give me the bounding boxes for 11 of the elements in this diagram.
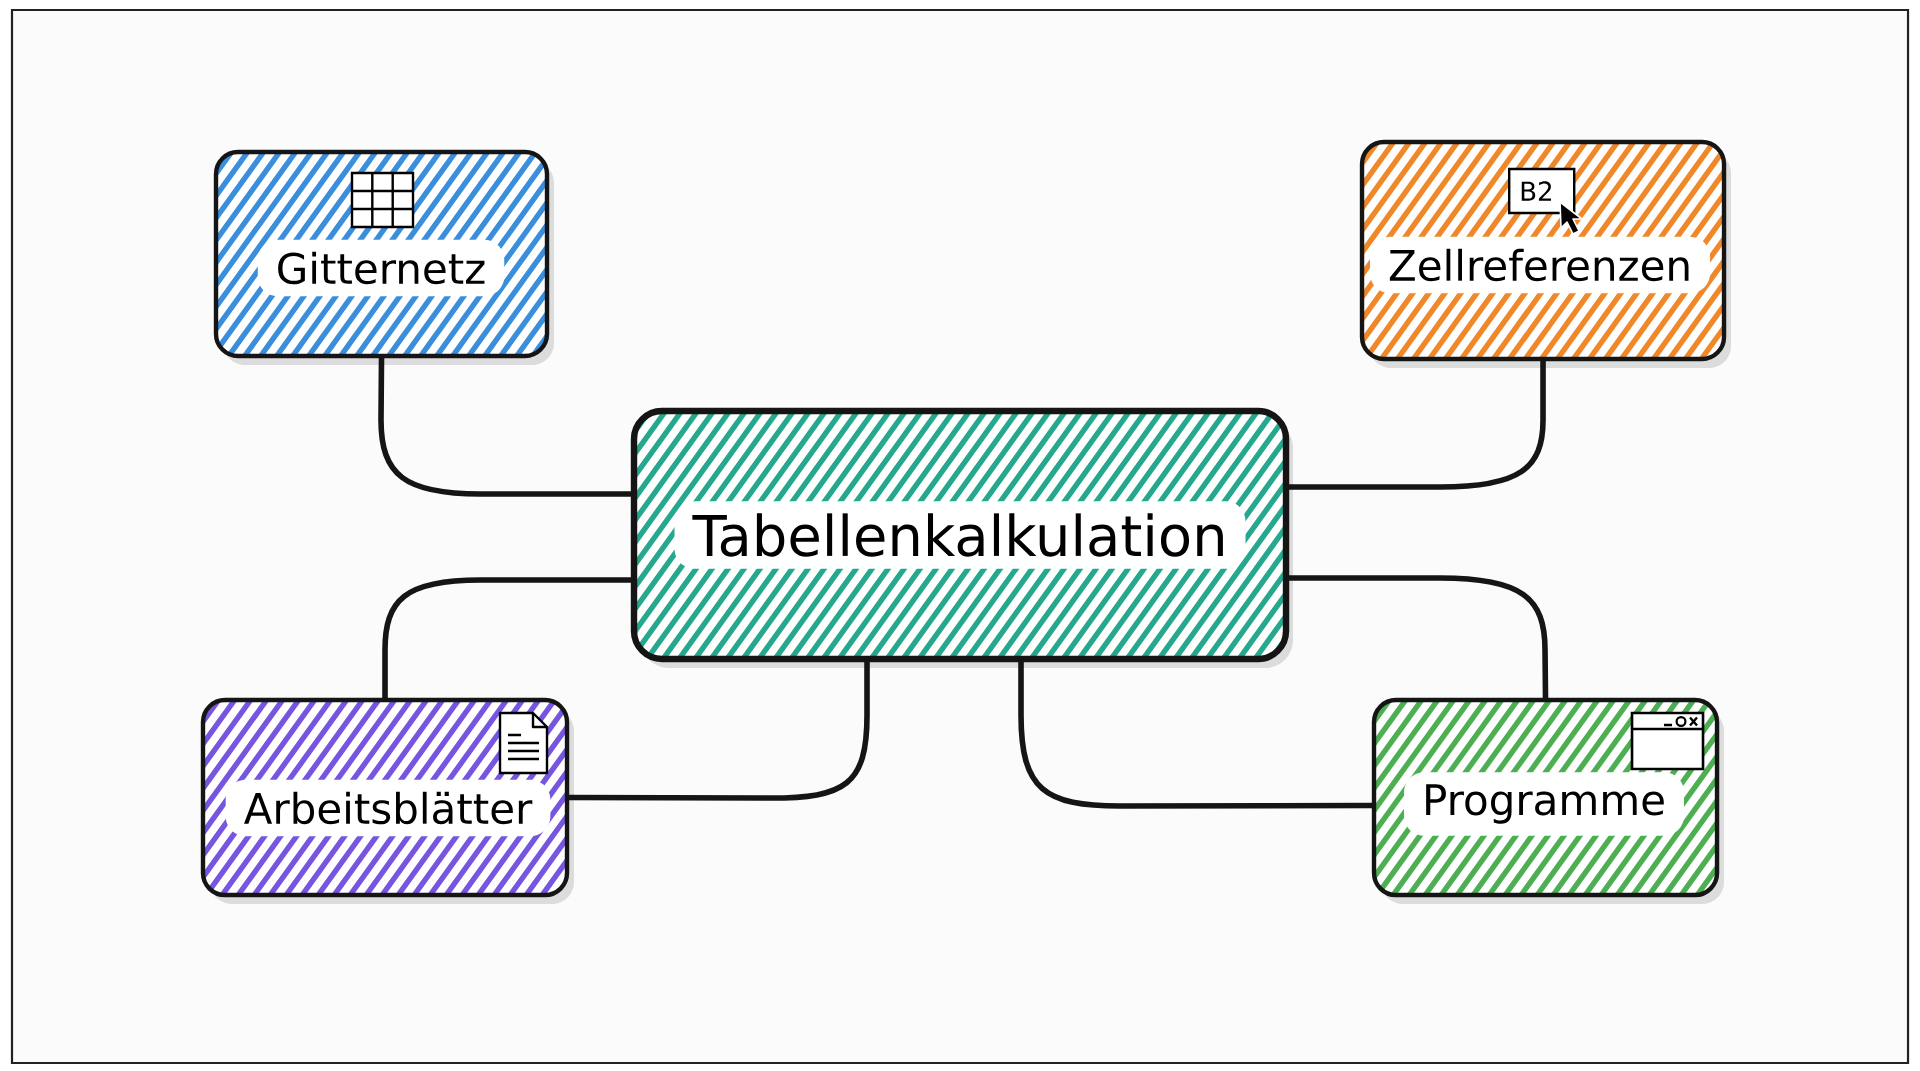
topic-box: Tabellenkalkulation xyxy=(630,407,1293,668)
connector xyxy=(1286,358,1546,490)
connector xyxy=(1286,575,1549,701)
connector xyxy=(1018,659,1375,809)
topic-box: Arbeitsblätter xyxy=(200,697,574,904)
topic-box: Gitternetz xyxy=(213,149,554,365)
cell-address: B2 xyxy=(1508,167,1576,215)
connector xyxy=(566,659,870,801)
connector xyxy=(378,355,634,497)
topic-box: Programme xyxy=(1371,697,1724,904)
connector xyxy=(382,577,634,701)
